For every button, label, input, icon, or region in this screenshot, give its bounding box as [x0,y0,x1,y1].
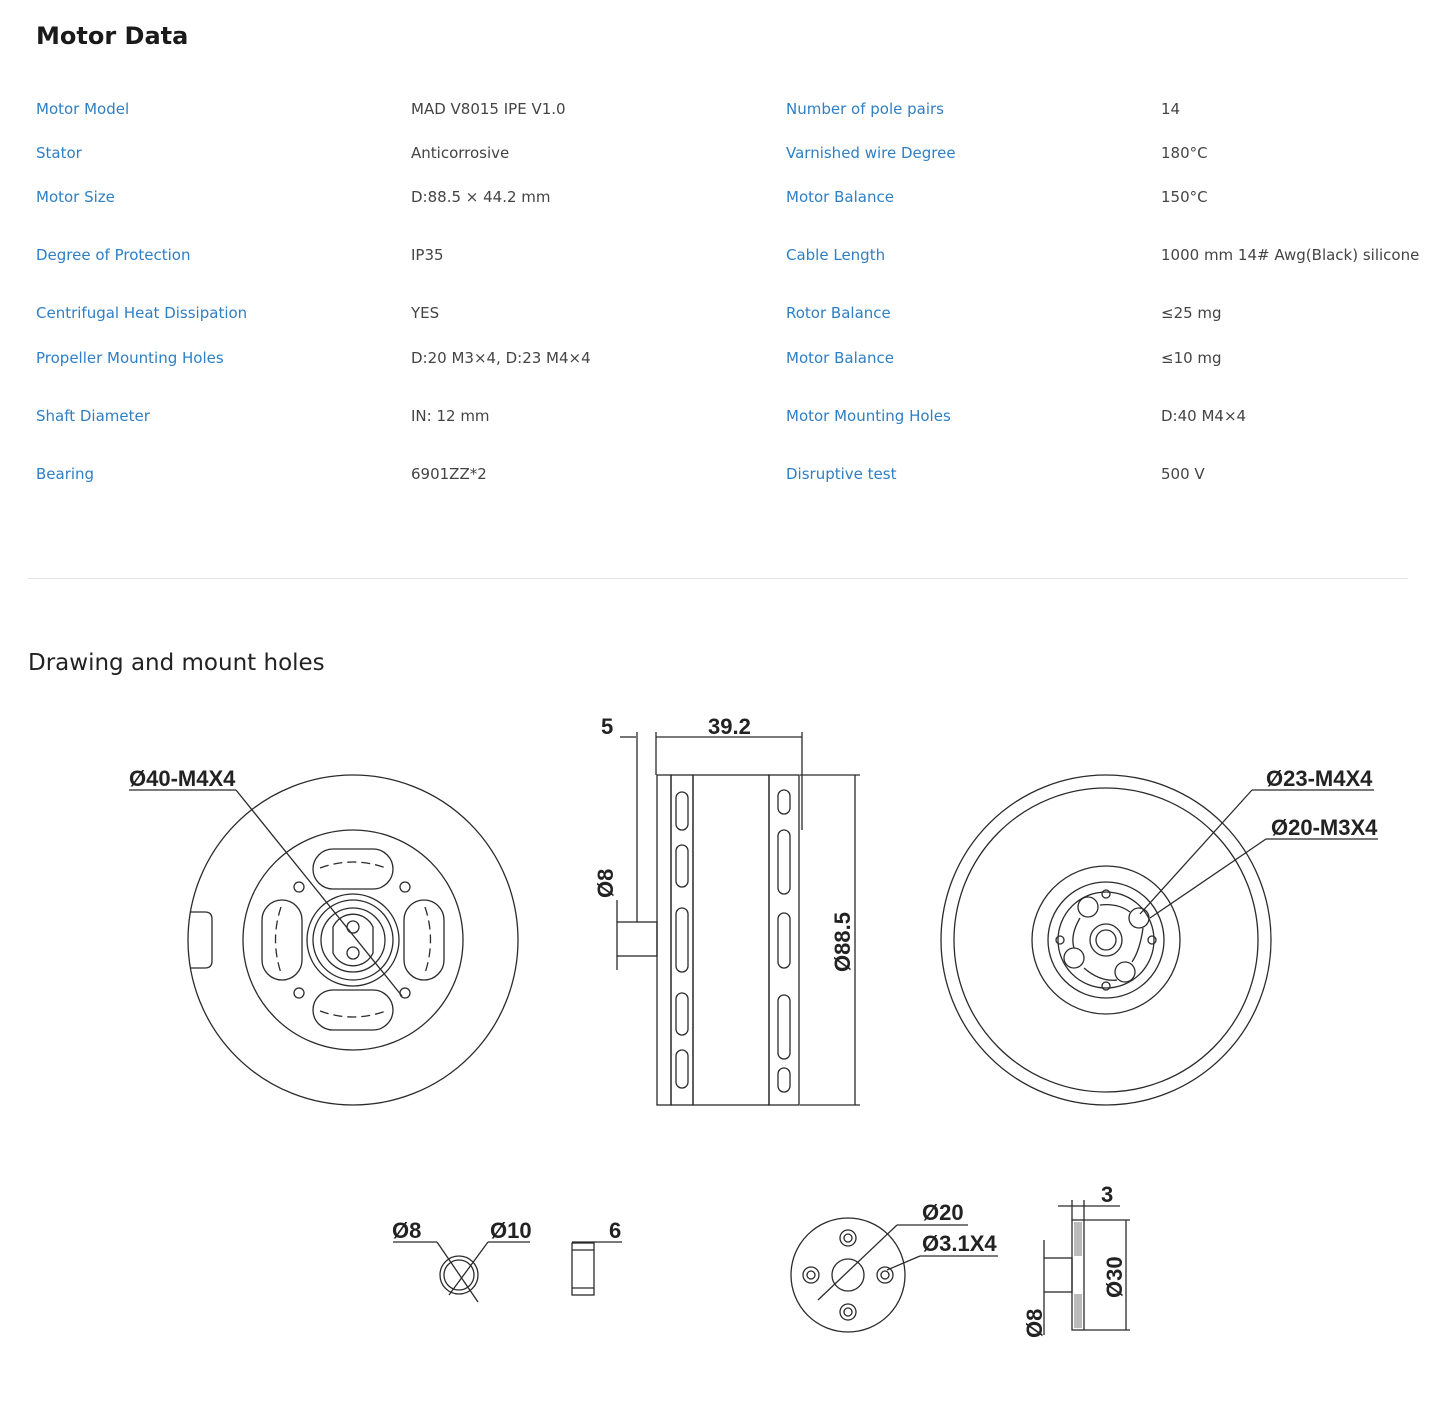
prop-adapter-drawing [790,1217,1085,1333]
spec-label: Disruptive test [786,465,897,483]
dim-spacer-outer: Ø10 [490,1218,532,1243]
spec-row: Degree of Protection IP35 Cable Length 1… [36,246,1420,270]
spec-value: Anticorrosive [411,144,510,162]
spec-value: 6901ZZ*2 [411,465,487,483]
spec-value: D:88.5 × 44.2 mm [411,188,551,206]
spec-value: D:20 M3×4, D:23 M4×4 [411,349,591,367]
spec-row: Motor Model MAD V8015 IPE V1.0 Number of… [36,100,1416,124]
dim-bottom-mount-holes: Ø40-M4X4 [129,766,236,791]
spec-value: 180°C [1161,144,1208,162]
dim-shaft-diameter: Ø8 [593,869,618,898]
drawing-section-title: Drawing and mount holes [28,650,325,676]
spec-label: Motor Model [36,100,130,118]
spec-label: Propeller Mounting Holes [36,349,224,367]
spec-label: Rotor Balance [786,304,891,322]
spec-row: Propeller Mounting Holes D:20 M3×4, D:23… [36,349,1416,373]
spec-value: IN: 12 mm [411,407,490,425]
dim-spacer-length: 6 [609,1218,621,1243]
dim-body-diameter: Ø88.5 [830,912,855,972]
spec-value: 500 V [1161,465,1205,483]
spec-value: YES [411,304,440,322]
side-view-drawing [616,774,800,1106]
spec-row: Stator Anticorrosive Varnished wire Degr… [36,144,1416,168]
section-divider [28,578,1408,579]
spec-label: Motor Balance [786,188,894,206]
spec-label: Number of pole pairs [786,100,944,118]
spec-label: Shaft Diameter [36,407,150,425]
spec-value: 150°C [1161,188,1208,206]
spec-row: Shaft Diameter IN: 12 mm Motor Mounting … [36,407,1416,431]
spec-value: IP35 [411,246,444,264]
bottom-view-drawing [187,774,519,1106]
spec-label: Motor Size [36,188,115,206]
shaft-spacer-drawing [439,1242,595,1296]
dim-spacer-inner: Ø8 [392,1218,421,1243]
dim-adapter-thickness: 3 [1101,1182,1113,1207]
spec-label: Varnished wire Degree [786,144,956,162]
spec-value: 1000 mm 14# Awg(Black) silicone [1161,246,1420,264]
spec-row: Motor Size D:88.5 × 44.2 mm Motor Balanc… [36,188,1416,212]
dim-adapter-pcd: Ø20 [922,1200,964,1225]
spec-label: Degree of Protection [36,246,191,264]
dim-prop-holes-m4: Ø23-M4X4 [1266,766,1373,791]
spec-value: MAD V8015 IPE V1.0 [411,100,566,118]
top-view-drawing [940,774,1272,1106]
dim-body-length: 39.2 [708,714,751,739]
spec-label: Bearing [36,465,95,483]
spec-row: Centrifugal Heat Dissipation YES Rotor B… [36,304,1416,328]
spec-label: Centrifugal Heat Dissipation [36,304,248,322]
dim-adapter-diameter: Ø30 [1102,1256,1127,1298]
dim-adapter-bore: Ø8 [1022,1309,1047,1338]
spec-value: ≤10 mg [1161,349,1222,367]
spec-value: 14 [1161,100,1181,118]
spec-row: Bearing 6901ZZ*2 Disruptive test 500 V [36,465,1416,489]
spec-label: Cable Length [786,246,886,264]
page-title: Motor Data [36,22,189,50]
dim-adapter-holes: Ø3.1X4 [922,1231,997,1256]
spec-value: D:40 M4×4 [1161,407,1247,425]
spec-value: ≤25 mg [1161,304,1222,322]
spec-label: Motor Mounting Holes [786,407,951,425]
dim-shaft-length: 5 [601,714,613,739]
spec-label: Stator [36,144,82,162]
spec-label: Motor Balance [786,349,894,367]
dim-prop-holes-m3: Ø20-M3X4 [1271,815,1378,840]
